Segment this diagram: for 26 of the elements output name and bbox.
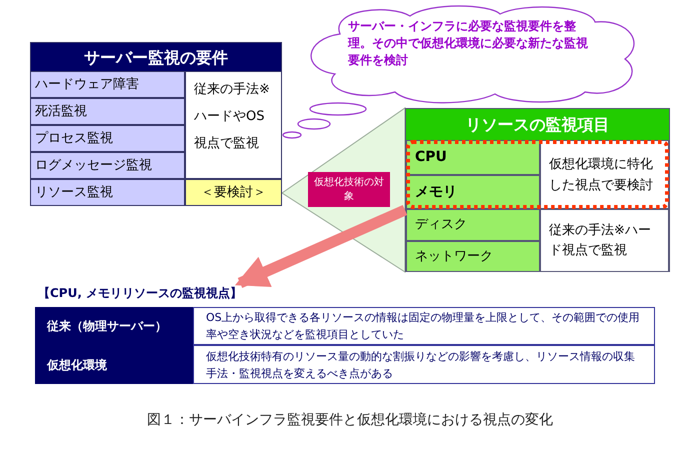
table-cell: ログメッセージ監視 [30,152,185,179]
table-cell: 従来の手法※ハード視点で監視 [540,209,669,272]
table-cell: OS上から取得できる各リソースの情報は固定の物理量を上限として、その範囲での使用率や空き状況などを監視項目としていた [193,307,655,345]
table-cell: 死活監視 [30,98,185,125]
figure-caption: 図１：サーバインフラ監視要件と仮想化環境における視点の変化 [146,411,554,430]
table-cell: ディスク [406,209,540,241]
table-heading: サーバー監視の要件 [83,46,229,68]
table-cell: 従来の手法※ハードやOS視点で監視 [185,71,282,179]
highlight-frame [406,140,669,209]
tag-label: 仮想化技術の対象 [308,172,390,207]
section-heading: 【CPU, メモリリソースの監視視点】 [38,284,244,304]
table-cell: ＜要検討＞ [185,179,282,206]
table-heading: リソースの監視項目 [464,114,610,136]
table-cell: 仮想化環境 [35,345,193,384]
table-cell: ハードウェア障害 [30,71,185,98]
table-cell: プロセス監視 [30,125,185,152]
table-cell: CPU [406,140,540,175]
table-cell: メモリ [406,175,540,209]
table-cell: リソース監視 [30,179,185,206]
table-cell: 仮想化技術特有のリソース量の動的な割振りなどの影響を考慮し、リソース情報の収集手法・監視視点を変えるべき点がある [193,345,655,384]
arrow [234,204,408,288]
requirements-table [30,42,282,206]
resource-table [405,108,670,272]
table-cell: 仮想化環境に特化した視点で要検討 [540,140,669,209]
table-cell: 従来（物理サーバー） [35,307,193,345]
table-cell: ネットワーク [406,241,540,272]
